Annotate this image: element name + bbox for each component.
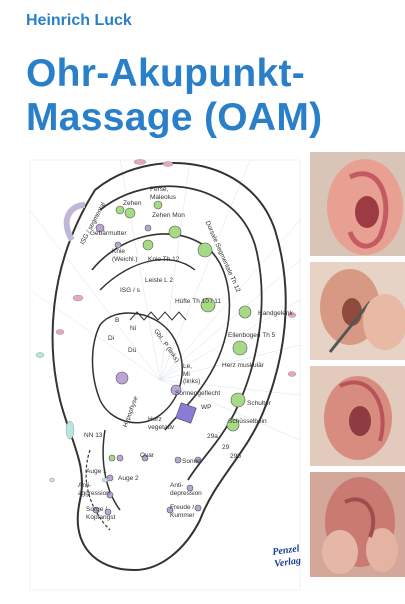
label-ferse: Ferse, Maleolus <box>150 186 177 201</box>
book-title: Ohr-Akupunkt- Massage (OAM) <box>26 52 323 139</box>
label-nn13: NN 13 <box>84 432 103 439</box>
label-sorge: Sorge / Kopfangst <box>86 506 116 521</box>
label-freude: Freude / Kummer <box>170 504 195 519</box>
label-herz-vegetativ: Herz vegetativ <box>148 416 175 431</box>
author-name: Heinrich Luck <box>26 12 132 29</box>
label-knie-th12: Knie Th 12 <box>148 256 180 263</box>
label-knie-weichl: Knie (Weichl.) <box>112 248 138 263</box>
label-schulter: Schulter <box>247 400 271 407</box>
label-handgelenk: Handgelenk <box>258 310 293 317</box>
label-29b: 29b <box>230 453 241 460</box>
label-ni: Ni <box>130 325 137 332</box>
ear-photo-3 <box>310 366 405 466</box>
label-auge1: Auge 1 <box>86 468 107 475</box>
label-le-mi: Le, Mi (links) <box>183 363 201 385</box>
label-gebaermutter: Gebärmutter <box>90 230 127 237</box>
label-ellenbogen: Ellenbogen Th 5 <box>228 332 276 339</box>
label-29a: 29a <box>207 433 218 440</box>
ear-diagram: Ferse, Maleolus Zehen ISG / segmental Ge… <box>0 150 310 599</box>
ear-photo-1 <box>310 152 405 256</box>
label-isg-s: ISG / s <box>120 287 140 294</box>
label-ovar: Ovar <box>140 452 155 459</box>
ear-outline-svg <box>29 159 301 591</box>
label-b: B <box>115 317 120 324</box>
label-due: Dü <box>128 347 137 354</box>
label-anti-aggression: Anti- aggression <box>78 482 110 497</box>
ear-photo-2 <box>310 262 405 360</box>
label-sonne: Sonne <box>182 458 201 465</box>
label-zehen-mon: Zehen Mon <box>152 212 185 219</box>
label-zehen: Zehen <box>123 200 142 207</box>
label-schuesselbein: Schüsselbein <box>228 418 267 425</box>
publisher-logo: Penzel Verlag <box>271 543 302 570</box>
label-huefte: Hüfte Th 10 / 11 <box>175 298 222 305</box>
ear-photo-4 <box>310 472 405 577</box>
label-di: Di <box>108 335 115 342</box>
label-auge2: Auge 2 <box>118 475 139 482</box>
label-sonnengeflecht: Sonnengeflecht <box>175 390 221 397</box>
label-anti-depression: Anti- depression <box>170 482 202 497</box>
label-29: 29 <box>222 444 230 451</box>
label-leiste: Leiste L 2 <box>145 277 173 284</box>
label-herz-muskulaer: Herz muskulär <box>222 362 264 369</box>
label-wp: WP <box>201 404 212 411</box>
